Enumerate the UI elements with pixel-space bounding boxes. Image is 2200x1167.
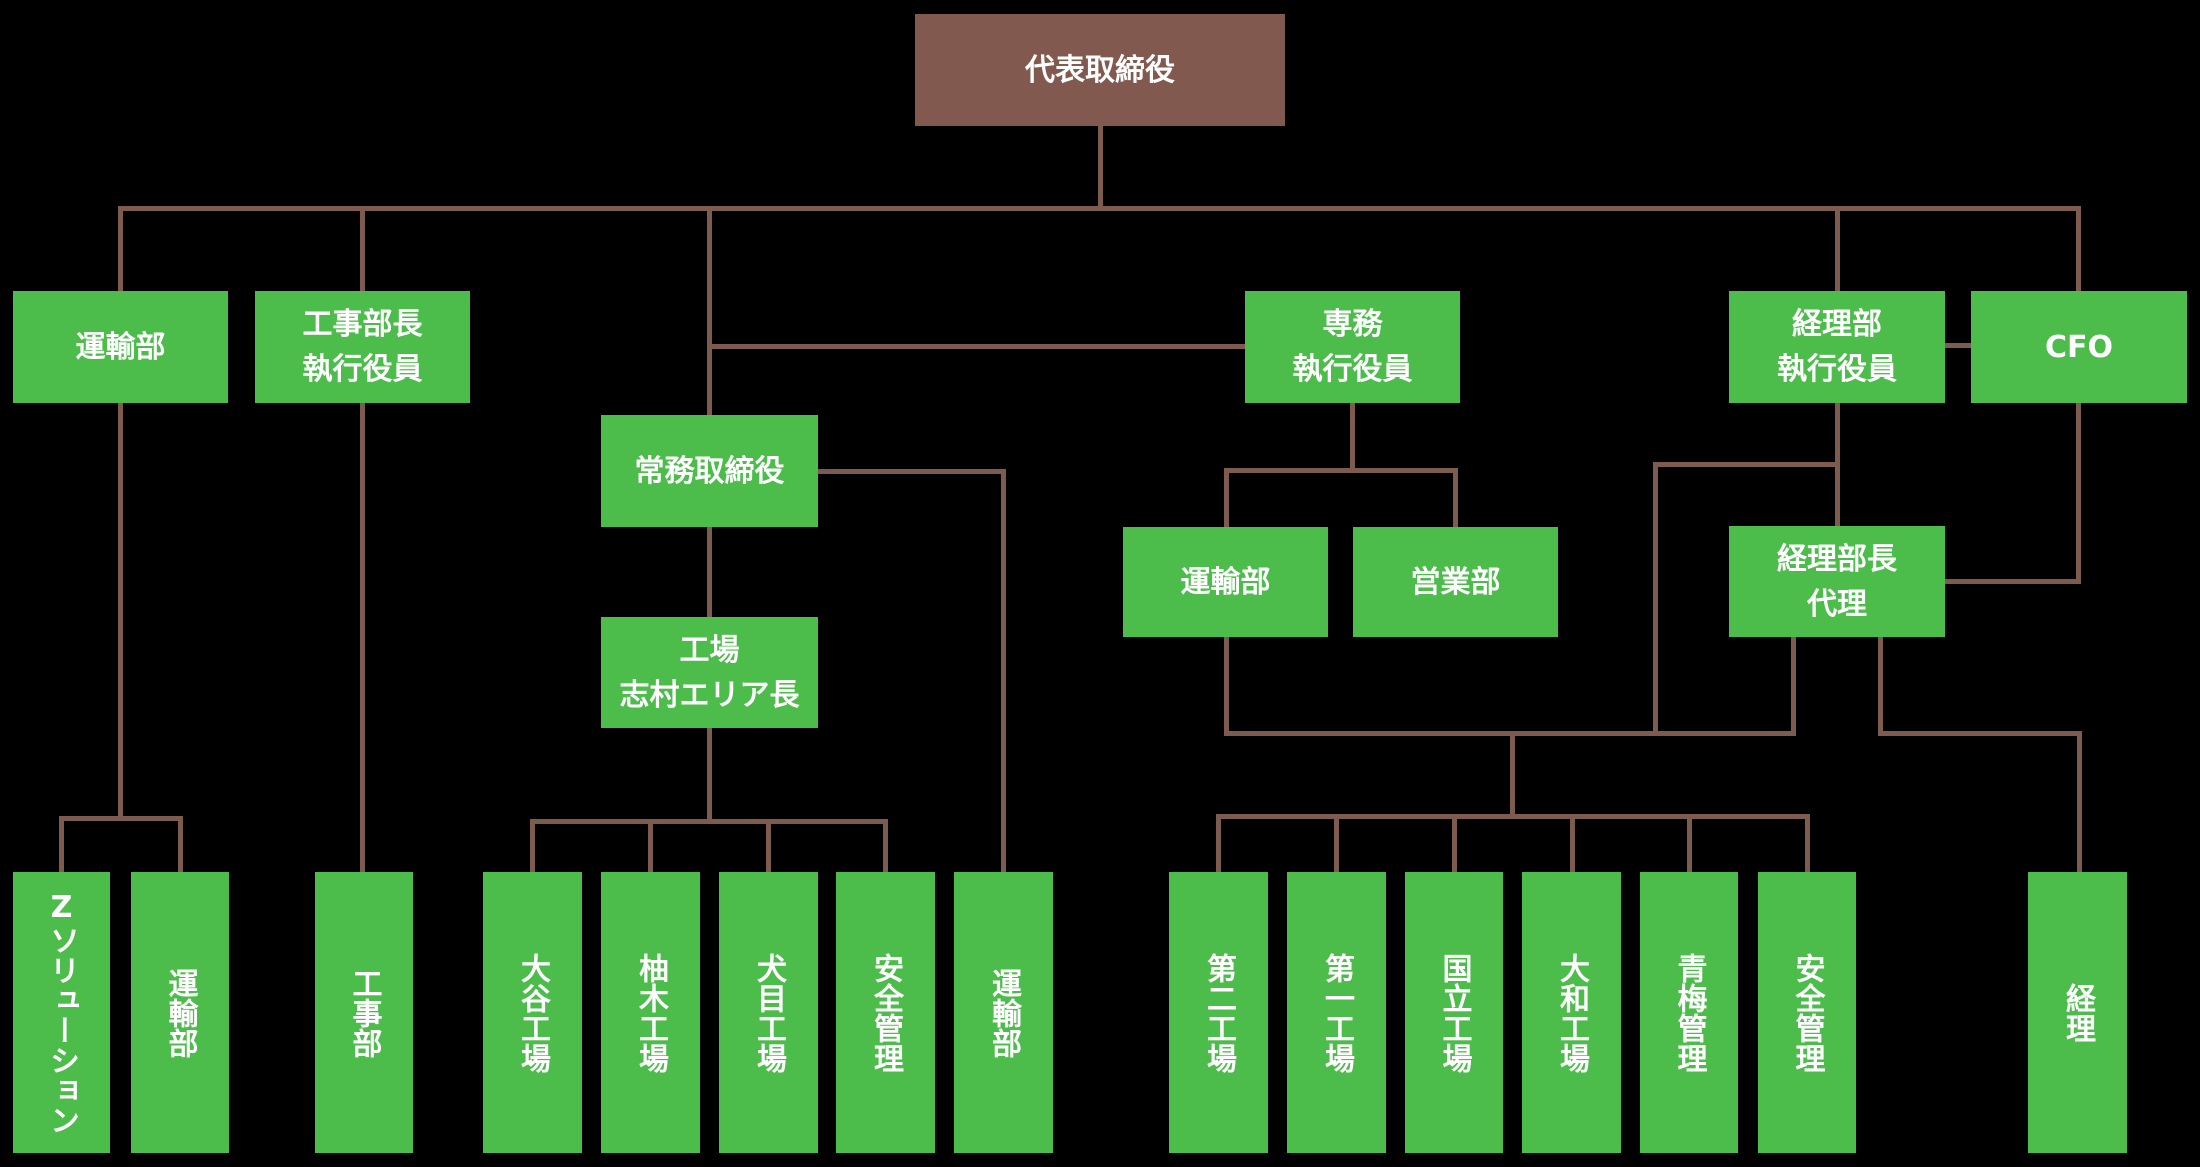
connector-line bbox=[765, 818, 771, 875]
org-node-oume-kanri: 青梅管理 bbox=[1640, 872, 1738, 1153]
org-node-inume-koujou: 犬目工場 bbox=[719, 872, 818, 1153]
org-node-label: 青梅管理 bbox=[1671, 952, 1707, 1073]
connector-line bbox=[359, 205, 365, 294]
org-node-label: 営業部 bbox=[1410, 564, 1501, 600]
org-node-unyubu-senmu: 運輸部 bbox=[1123, 527, 1328, 637]
org-node-koujibu: 工事部 bbox=[315, 872, 413, 1153]
org-node-label: 安全管理 bbox=[1789, 952, 1825, 1073]
org-node-label: 工事部長 執行役員 bbox=[302, 307, 423, 387]
connector-line bbox=[706, 343, 1248, 349]
connector-line bbox=[706, 725, 712, 824]
org-node-unyubu-bottom-left: 運輸部 bbox=[131, 872, 229, 1153]
connector-line bbox=[882, 818, 888, 875]
org-node-unyubu-exec: 運輸部 bbox=[13, 291, 228, 403]
org-node-label: 経理部 執行役員 bbox=[1777, 307, 1897, 387]
connector-line bbox=[1223, 634, 1229, 736]
org-node-label: 運輸部 bbox=[986, 967, 1021, 1058]
org-node-keiribucho-dairi: 経理部長 代理 bbox=[1729, 526, 1945, 637]
connector-line bbox=[1452, 467, 1458, 530]
connector-line bbox=[2075, 400, 2081, 584]
connector-line bbox=[1686, 813, 1692, 875]
org-node-koujou-shimura-area-cho: 工場 志村エリア長 bbox=[601, 617, 818, 728]
org-node-label: 柚木工場 bbox=[633, 952, 668, 1073]
org-node-joumu-torishimariyaku: 常務取締役 bbox=[601, 415, 818, 527]
org-node-senmu-shikkouyakuin: 専務 執行役員 bbox=[1245, 291, 1460, 403]
org-node-yamato-koujou: 大和工場 bbox=[1522, 872, 1621, 1153]
connector-line bbox=[529, 818, 535, 875]
connector-line bbox=[1451, 813, 1457, 875]
connector-line bbox=[1877, 730, 2082, 736]
connector-line bbox=[647, 818, 653, 875]
connector-line bbox=[2076, 730, 2082, 875]
connector-line bbox=[117, 205, 123, 294]
connector-line bbox=[1804, 813, 1810, 875]
org-node-kunitachi-koujou: 国立工場 bbox=[1405, 872, 1503, 1153]
org-node-unyubu-bottom-center: 運輸部 bbox=[954, 872, 1053, 1153]
connector-line bbox=[1942, 578, 2081, 584]
org-node-eigyoubu: 営業部 bbox=[1353, 527, 1558, 637]
org-node-label: 運輸部 bbox=[162, 967, 198, 1058]
org-node-label: 第二工場 bbox=[1201, 952, 1236, 1073]
org-node-keiribu-shikkouyakuin: 経理部 執行役員 bbox=[1729, 291, 1945, 403]
connector-line bbox=[1790, 634, 1796, 736]
org-node-cfo: CFO bbox=[1971, 291, 2187, 403]
org-node-label: 運輸部 bbox=[1180, 564, 1271, 600]
connector-line bbox=[1215, 813, 1810, 819]
connector-line bbox=[359, 400, 365, 875]
org-node-label: 専務 執行役員 bbox=[1292, 307, 1413, 387]
connector-line bbox=[2075, 205, 2081, 294]
connector-line bbox=[58, 815, 64, 875]
connector-line bbox=[1215, 813, 1221, 875]
connector-line bbox=[177, 815, 183, 875]
org-node-keiri: 経理 bbox=[2028, 872, 2127, 1153]
org-node-label: 第一工場 bbox=[1319, 952, 1354, 1073]
org-node-daiichi-koujou: 第一工場 bbox=[1287, 872, 1386, 1153]
connector-line bbox=[1941, 342, 1974, 348]
org-node-label: 工場 志村エリア長 bbox=[619, 632, 800, 713]
org-node-label: 大和工場 bbox=[1554, 952, 1589, 1073]
org-node-anzen-kanri-left: 安全管理 bbox=[836, 872, 935, 1153]
org-node-label: 犬目工場 bbox=[751, 952, 786, 1073]
org-node-label: 経理部長 代理 bbox=[1777, 541, 1897, 622]
connector-line bbox=[117, 205, 2081, 211]
connector-line bbox=[706, 524, 712, 620]
org-node-yugi-koujou: 柚木工場 bbox=[601, 872, 700, 1153]
connector-line bbox=[1349, 400, 1355, 473]
org-node-label: Zソリューション bbox=[44, 890, 79, 1135]
connector-line bbox=[1834, 205, 1840, 294]
org-node-label: 安全管理 bbox=[868, 952, 903, 1073]
connector-line bbox=[1652, 461, 1840, 467]
connector-line bbox=[1223, 467, 1458, 473]
connector-line bbox=[815, 468, 1006, 474]
connector-line bbox=[1097, 123, 1103, 211]
connector-line bbox=[58, 815, 183, 821]
connector-line bbox=[1333, 813, 1339, 875]
org-node-label: 運輸部 bbox=[75, 329, 166, 365]
org-node-koujibucho-shikkouyakuin: 工事部長 執行役員 bbox=[255, 291, 470, 403]
connector-line bbox=[1223, 467, 1229, 530]
connector-line bbox=[1000, 468, 1006, 875]
org-node-label: 経理 bbox=[2060, 982, 2095, 1043]
org-node-label: 常務取締役 bbox=[634, 453, 785, 489]
org-node-daihyo-torishimariyaku: 代表取締役 bbox=[915, 14, 1285, 126]
org-node-anzen-kanri-right: 安全管理 bbox=[1758, 872, 1856, 1153]
org-node-label: 大谷工場 bbox=[515, 952, 550, 1073]
org-node-label: 代表取締役 bbox=[1025, 52, 1175, 88]
connector-line bbox=[1509, 730, 1515, 819]
org-node-label: CFO bbox=[2044, 329, 2113, 365]
connector-line bbox=[117, 400, 123, 821]
connector-line bbox=[1569, 813, 1575, 875]
org-node-label: 国立工場 bbox=[1436, 952, 1472, 1073]
connector-line bbox=[529, 818, 888, 824]
connector-line bbox=[1652, 461, 1658, 736]
org-node-ootani-koujou: 大谷工場 bbox=[483, 872, 582, 1153]
org-node-daini-koujou: 第二工場 bbox=[1169, 872, 1268, 1153]
org-node-label: 工事部 bbox=[346, 967, 382, 1058]
connector-line bbox=[706, 205, 712, 418]
connector-line bbox=[1877, 634, 1883, 736]
org-node-z-solution: Zソリューション bbox=[13, 872, 110, 1153]
